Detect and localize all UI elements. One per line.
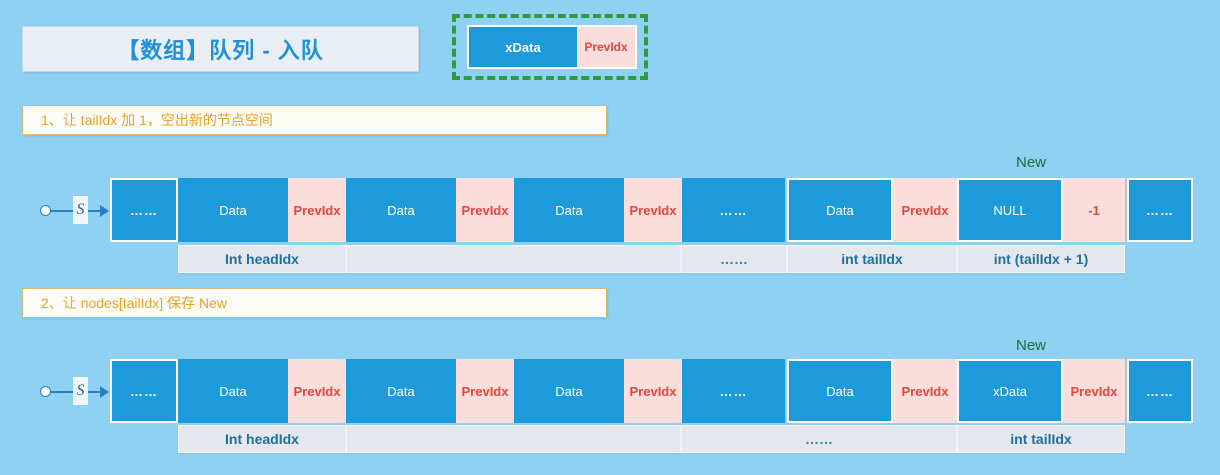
array-cell-previdx: PrevIdx xyxy=(624,178,682,242)
array-index-label-text: …… xyxy=(805,431,833,447)
array-cell-text: NULL xyxy=(993,202,1027,218)
array-index-label: int tailIdx xyxy=(957,425,1125,453)
new-node-legend: xData PrevIdx xyxy=(467,25,637,69)
array-cell-text: PrevIdx xyxy=(293,202,341,218)
array-cell-text: Data xyxy=(387,383,415,399)
array-cell-text: xData xyxy=(993,383,1027,399)
array-index-label-text: int tailIdx xyxy=(1010,431,1072,447)
array-cell-previdx: PrevIdx xyxy=(624,359,682,423)
array-index-label xyxy=(346,425,681,453)
array-cell-previdx: PrevIdx xyxy=(456,359,514,423)
array-cell-data: …… xyxy=(682,178,785,242)
array-cell-text: Data xyxy=(219,202,247,218)
array-index-label-text: Int headIdx xyxy=(225,431,299,447)
array-cell-text: PrevIdx xyxy=(461,383,509,399)
array-cell-text: Data xyxy=(555,383,583,399)
array-cell-data: Data xyxy=(346,359,456,423)
pointer-label-s: S xyxy=(73,196,88,224)
pointer-line xyxy=(50,210,75,212)
array-cell-previdx: PrevIdx xyxy=(456,178,514,242)
array-cell-text: …… xyxy=(1146,202,1174,218)
step-1-text: 1、让 tailIdx 加 1，空出新的节点空间 xyxy=(41,112,273,128)
legend-previdx-cell: PrevIdx xyxy=(577,27,635,67)
array-cell-data: Data xyxy=(514,359,624,423)
array-cell-text: Data xyxy=(387,202,415,218)
array-cell-text: PrevIdx xyxy=(901,202,949,218)
pointer-line-2 xyxy=(88,210,102,212)
array-cell-data: Data xyxy=(346,178,456,242)
array-cell-text: PrevIdx xyxy=(629,383,677,399)
array-cell-text: …… xyxy=(719,202,748,218)
array-cell-text: PrevIdx xyxy=(1070,383,1118,399)
array-cell-text: Data xyxy=(555,202,583,218)
array-index-label: int tailIdx xyxy=(787,245,957,273)
new-caption-row-2: New xyxy=(1015,337,1046,354)
new-caption-row-1: New xyxy=(1015,154,1046,171)
page-title: 【数组】队列 - 入队 xyxy=(22,26,419,72)
step-2-text: 2、让 nodes[tailIdx] 保存 New xyxy=(41,295,227,311)
new-node-highlight-box xyxy=(452,14,648,80)
array-cell-data: Data xyxy=(178,178,288,242)
array-index-label-text: Int headIdx xyxy=(225,251,299,267)
array-cell-text: …… xyxy=(130,202,158,218)
pointer-arrow-icon xyxy=(100,205,109,217)
array-cell-data: Data xyxy=(178,359,288,423)
array-cell-data: …… xyxy=(1127,359,1193,423)
array-cell-data: …… xyxy=(110,178,178,242)
array-index-label: …… xyxy=(681,245,787,273)
array-index-label: Int headIdx xyxy=(178,425,346,453)
array-cell-data: …… xyxy=(1127,178,1193,242)
array-cell-text: Data xyxy=(826,202,854,218)
array-cell-data: xData xyxy=(957,359,1063,423)
array-cell-text: PrevIdx xyxy=(629,202,677,218)
array-index-label: …… xyxy=(681,425,957,453)
array-cell-text: PrevIdx xyxy=(461,202,509,218)
page-title-text: 【数组】队列 - 入队 xyxy=(117,38,324,63)
array-index-label-text: int (tailIdx + 1) xyxy=(993,251,1089,267)
array-cell-previdx: PrevIdx xyxy=(893,359,957,423)
pointer-label-s: S xyxy=(73,377,88,405)
array-index-label-text: int tailIdx xyxy=(841,251,903,267)
array-cell-text: PrevIdx xyxy=(293,383,341,399)
array-cell-data: NULL xyxy=(957,178,1063,242)
array-cell-previdx: PrevIdx xyxy=(893,178,957,242)
array-cell-previdx: PrevIdx xyxy=(288,359,346,423)
array-cell-previdx: PrevIdx xyxy=(1063,359,1125,423)
array-cell-text: …… xyxy=(1146,383,1174,399)
array-cell-text: …… xyxy=(130,383,158,399)
pointer-arrow-icon xyxy=(100,386,109,398)
array-cell-data: …… xyxy=(110,359,178,423)
array-cell-data: Data xyxy=(514,178,624,242)
array-cell-text: Data xyxy=(219,383,247,399)
array-cell-text: …… xyxy=(719,383,748,399)
array-index-label xyxy=(346,245,681,273)
array-cell-text: -1 xyxy=(1088,202,1100,218)
array-cell-previdx: PrevIdx xyxy=(288,178,346,242)
pointer-line xyxy=(50,391,75,393)
array-cell-data: Data xyxy=(787,359,893,423)
step-2-banner: 2、让 nodes[tailIdx] 保存 New xyxy=(22,288,607,318)
array-cell-data: …… xyxy=(682,359,785,423)
step-1-banner: 1、让 tailIdx 加 1，空出新的节点空间 xyxy=(22,105,607,135)
array-cell-previdx: -1 xyxy=(1063,178,1125,242)
array-cell-text: Data xyxy=(826,383,854,399)
array-index-label: int (tailIdx + 1) xyxy=(957,245,1125,273)
array-cell-text: PrevIdx xyxy=(901,383,949,399)
array-index-label-text: …… xyxy=(720,251,748,267)
array-cell-data: Data xyxy=(787,178,893,242)
legend-xdata-cell: xData xyxy=(469,27,577,67)
pointer-line-2 xyxy=(88,391,102,393)
array-index-label: Int headIdx xyxy=(178,245,346,273)
